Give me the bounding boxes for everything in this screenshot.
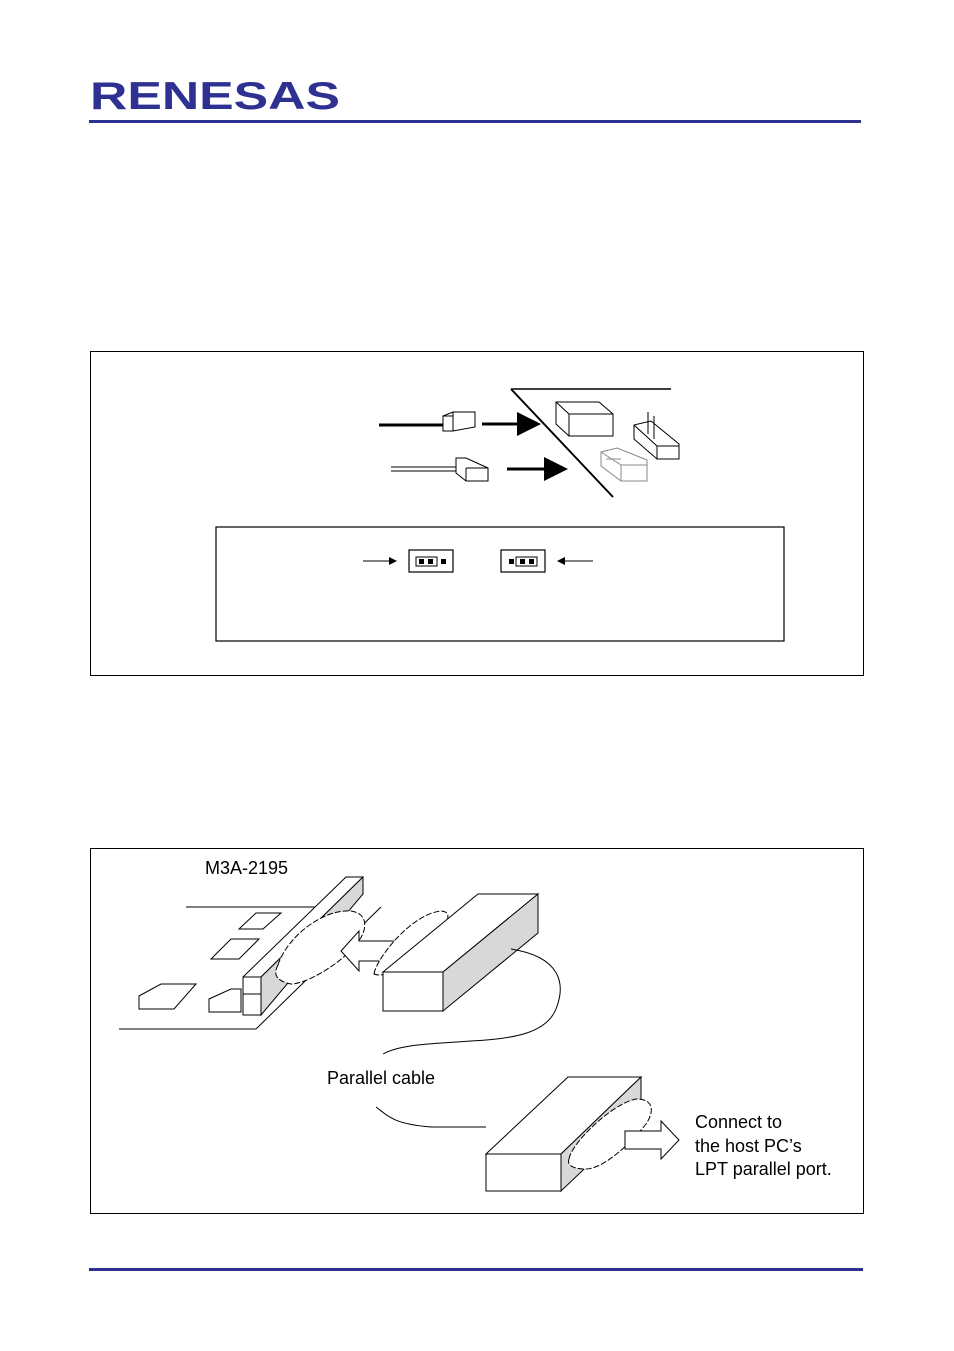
connect-line: the host PC’s [695, 1135, 802, 1156]
board-connector-icon [242, 875, 366, 1017]
cable-plug-icon [379, 411, 476, 432]
cable-wire-icon [382, 948, 561, 1055]
board-icon [119, 906, 382, 1030]
svg-text:RENESAS: RENESAS [90, 75, 340, 118]
footer-rule [89, 1268, 863, 1271]
board-edge-icon [510, 388, 671, 498]
jumper-legend-box [215, 526, 785, 642]
cable-wire-icon [375, 1106, 486, 1128]
cable-plug-icon [391, 457, 489, 482]
cable-connection-diagram [119, 875, 680, 1193]
connect-line: Connect to [695, 1112, 783, 1132]
header-rule [89, 120, 861, 123]
connect-line: LPT parallel port. [695, 1159, 832, 1179]
jumper-setting-icon [363, 549, 454, 573]
cable-label: Parallel cable [327, 1068, 436, 1088]
pin-header-icon [633, 412, 680, 460]
cable-connection-figure: M3A-2195 Parallel cable Connect to the h… [90, 848, 864, 1214]
header-block-icon [555, 401, 614, 437]
renesas-logo: RENESAS [90, 74, 342, 118]
renesas-logo-mark: RENESAS [90, 75, 340, 118]
cable-plug-icon [484, 1075, 652, 1193]
jumper-diagram [215, 388, 785, 642]
jumper-setting-icon [500, 549, 593, 573]
socket-icon [600, 447, 648, 482]
cable-plug-icon [373, 892, 540, 1013]
output-arrow-icon [624, 1119, 680, 1161]
jumper-figure [90, 351, 864, 676]
connect-instruction: Connect to the host PC’s LPT parallel po… [695, 1111, 832, 1182]
board-label: M3A-2195 [205, 858, 289, 878]
